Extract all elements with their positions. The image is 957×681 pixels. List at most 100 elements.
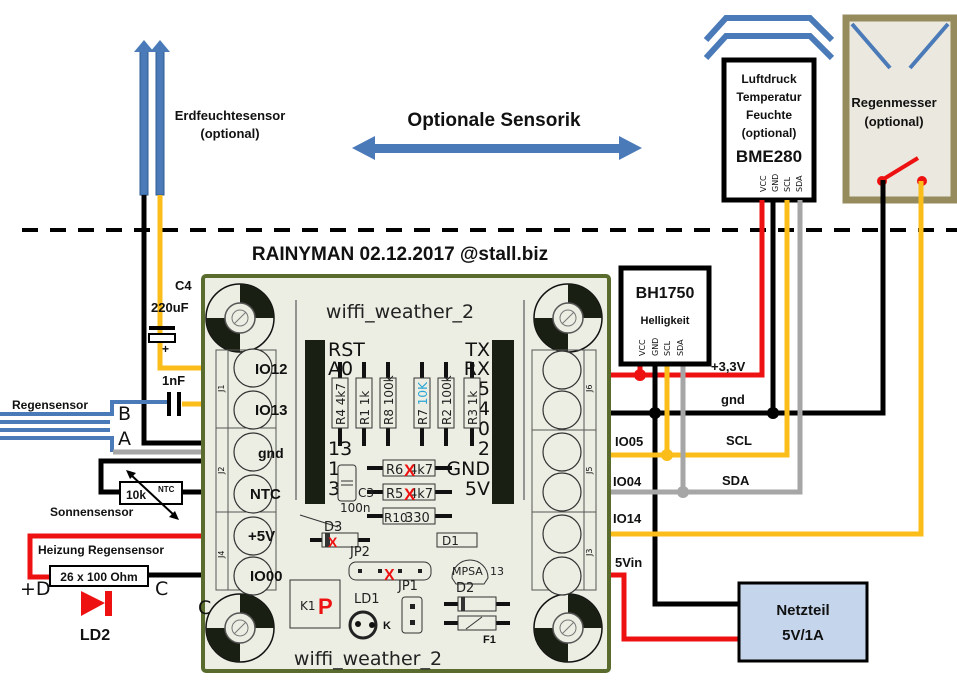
bme280-line-2: Temperatur	[736, 90, 801, 104]
led-c: C	[155, 578, 168, 600]
resistor-r2: R2 100k	[437, 362, 455, 446]
5vin-label: 5Vin	[615, 555, 642, 570]
bh1750-module	[618, 265, 712, 367]
svg-text:R10: R10	[384, 511, 408, 525]
ntc-sun-sensor: 10k NTC	[119, 470, 183, 520]
svg-text:R5: R5	[386, 487, 403, 502]
rain-sensor-label: Regensensor	[12, 398, 88, 412]
terminal-io13: IO13	[255, 402, 288, 419]
double-arrow-icon	[352, 136, 642, 160]
pin-13: 13	[328, 438, 352, 460]
resistor-r10: R10 330	[367, 507, 452, 526]
pin-5: 5	[478, 378, 490, 400]
svg-text:K: K	[383, 620, 391, 632]
diode-d2: D2	[444, 581, 510, 612]
pin-5v: 5V	[465, 478, 490, 500]
resistor-r4: R4 4k7	[331, 362, 349, 446]
bme280-module	[721, 57, 817, 203]
pin-gnd: GND	[446, 458, 490, 480]
svg-text:+: +	[162, 342, 169, 356]
io05-label: IO05	[615, 434, 643, 449]
svg-text:10k: 10k	[126, 488, 146, 502]
io04-label: IO04	[613, 474, 642, 489]
pin-rst: RST	[328, 339, 365, 361]
led-ld1: LD1 K	[348, 592, 391, 640]
soil-sensor-probes	[134, 40, 170, 196]
bme280-line-1: Luftdruck	[741, 72, 797, 86]
bme280-pin-gnd: GND	[771, 174, 780, 192]
connector-j6: J6	[585, 385, 594, 393]
svg-text:D1: D1	[442, 534, 459, 548]
connector-j5: J5	[585, 467, 594, 475]
resistor-label: R3 1k	[466, 391, 480, 425]
title-label: RAINYMAN 02.12.2017 @stall.biz	[252, 244, 548, 265]
net-sda-label: SDA	[722, 473, 750, 488]
svg-text:13: 13	[490, 565, 504, 578]
jumper-jp1: JP1	[397, 579, 423, 634]
optional-sensors-label: Optionale Sensorik	[407, 110, 581, 131]
svg-text:C4: C4	[175, 278, 192, 293]
relay-k1: K1 P	[289, 579, 341, 629]
header-left	[305, 340, 325, 504]
bh1750-pin-scl: SCL	[663, 340, 672, 356]
pcb-name-bottom: wiffi_weather_2	[294, 648, 442, 670]
svg-text:K1: K1	[300, 599, 316, 613]
resistor-label: R7 10K	[416, 381, 430, 425]
diode-d3: D3 X	[310, 520, 370, 550]
svg-text:C3: C3	[358, 486, 374, 500]
rain-gauge-funnel-right	[908, 22, 950, 70]
psu-line-1: Netzteil	[776, 602, 829, 619]
rain-gauge-funnel-left	[850, 22, 892, 70]
svg-text:LD1: LD1	[354, 592, 380, 607]
capacitor-c3: C3 100n	[337, 464, 374, 515]
mount-hole-top-right	[533, 283, 603, 353]
mount-hole-bottom-right	[533, 593, 603, 663]
svg-text:D2: D2	[456, 581, 474, 596]
svg-text:NTC: NTC	[158, 485, 175, 494]
rain-sensor-a: A	[118, 428, 131, 450]
pin-0: 0	[478, 418, 490, 440]
transistor-mpsa13: MPSA 13	[451, 559, 504, 585]
pcb-name-top: wiffi_weather_2	[326, 301, 474, 323]
terminal-io12: IO12	[255, 361, 288, 378]
net-3v3-label: +3,3V	[711, 359, 746, 374]
resistor-label: R1 1k	[358, 391, 372, 425]
bme280-line-4: (optional)	[742, 126, 797, 140]
svg-text:F1: F1	[483, 634, 496, 646]
bme280-signal-arcs	[703, 15, 835, 61]
bh1750-pin-sda: SDA	[676, 339, 685, 356]
terminal-5v: +5V	[248, 528, 275, 545]
resistor-r8: R8 100k	[379, 362, 397, 446]
bme280-pin-vcc: VCC	[759, 175, 768, 192]
svg-text:P: P	[318, 594, 333, 619]
bh1750-pin-vcc: VCC	[638, 339, 647, 356]
bh1750-name: BH1750	[636, 285, 695, 302]
rain-sensor-b: B	[118, 403, 131, 425]
svg-text:JP1: JP1	[397, 579, 418, 594]
bme280-pin-scl: SCL	[783, 176, 792, 192]
resistor-label: R8 100k	[382, 375, 396, 425]
pin-4: 4	[478, 398, 490, 420]
soil-sensor-optional: (optional)	[200, 126, 259, 141]
resistor-r3: R3 1k	[463, 362, 481, 446]
removed-mark: X	[404, 485, 416, 504]
pin-tx: TX	[464, 339, 490, 361]
bme280-name: BME280	[736, 147, 802, 166]
bh1750-pin-gnd: GND	[651, 338, 660, 356]
pin-1: 1	[328, 458, 340, 480]
svg-text:JP2: JP2	[349, 545, 370, 560]
net-gnd-label: gnd	[721, 392, 745, 407]
svg-text:220uF: 220uF	[151, 300, 189, 315]
rain-gauge-label: Regenmesser	[851, 95, 936, 110]
pin-2: 2	[478, 438, 490, 460]
connector-j3: J3	[585, 549, 594, 557]
wires	[0, 180, 924, 642]
svg-text:100n: 100n	[340, 501, 371, 515]
wire-junctions	[634, 369, 779, 498]
terminal-ntc: NTC	[250, 486, 281, 503]
soil-sensor-label: Erdfeuchtesensor	[175, 108, 286, 123]
net-scl-label: SCL	[726, 433, 752, 448]
svg-text:4k7: 4k7	[409, 463, 433, 478]
removed-mark: X	[404, 461, 416, 480]
